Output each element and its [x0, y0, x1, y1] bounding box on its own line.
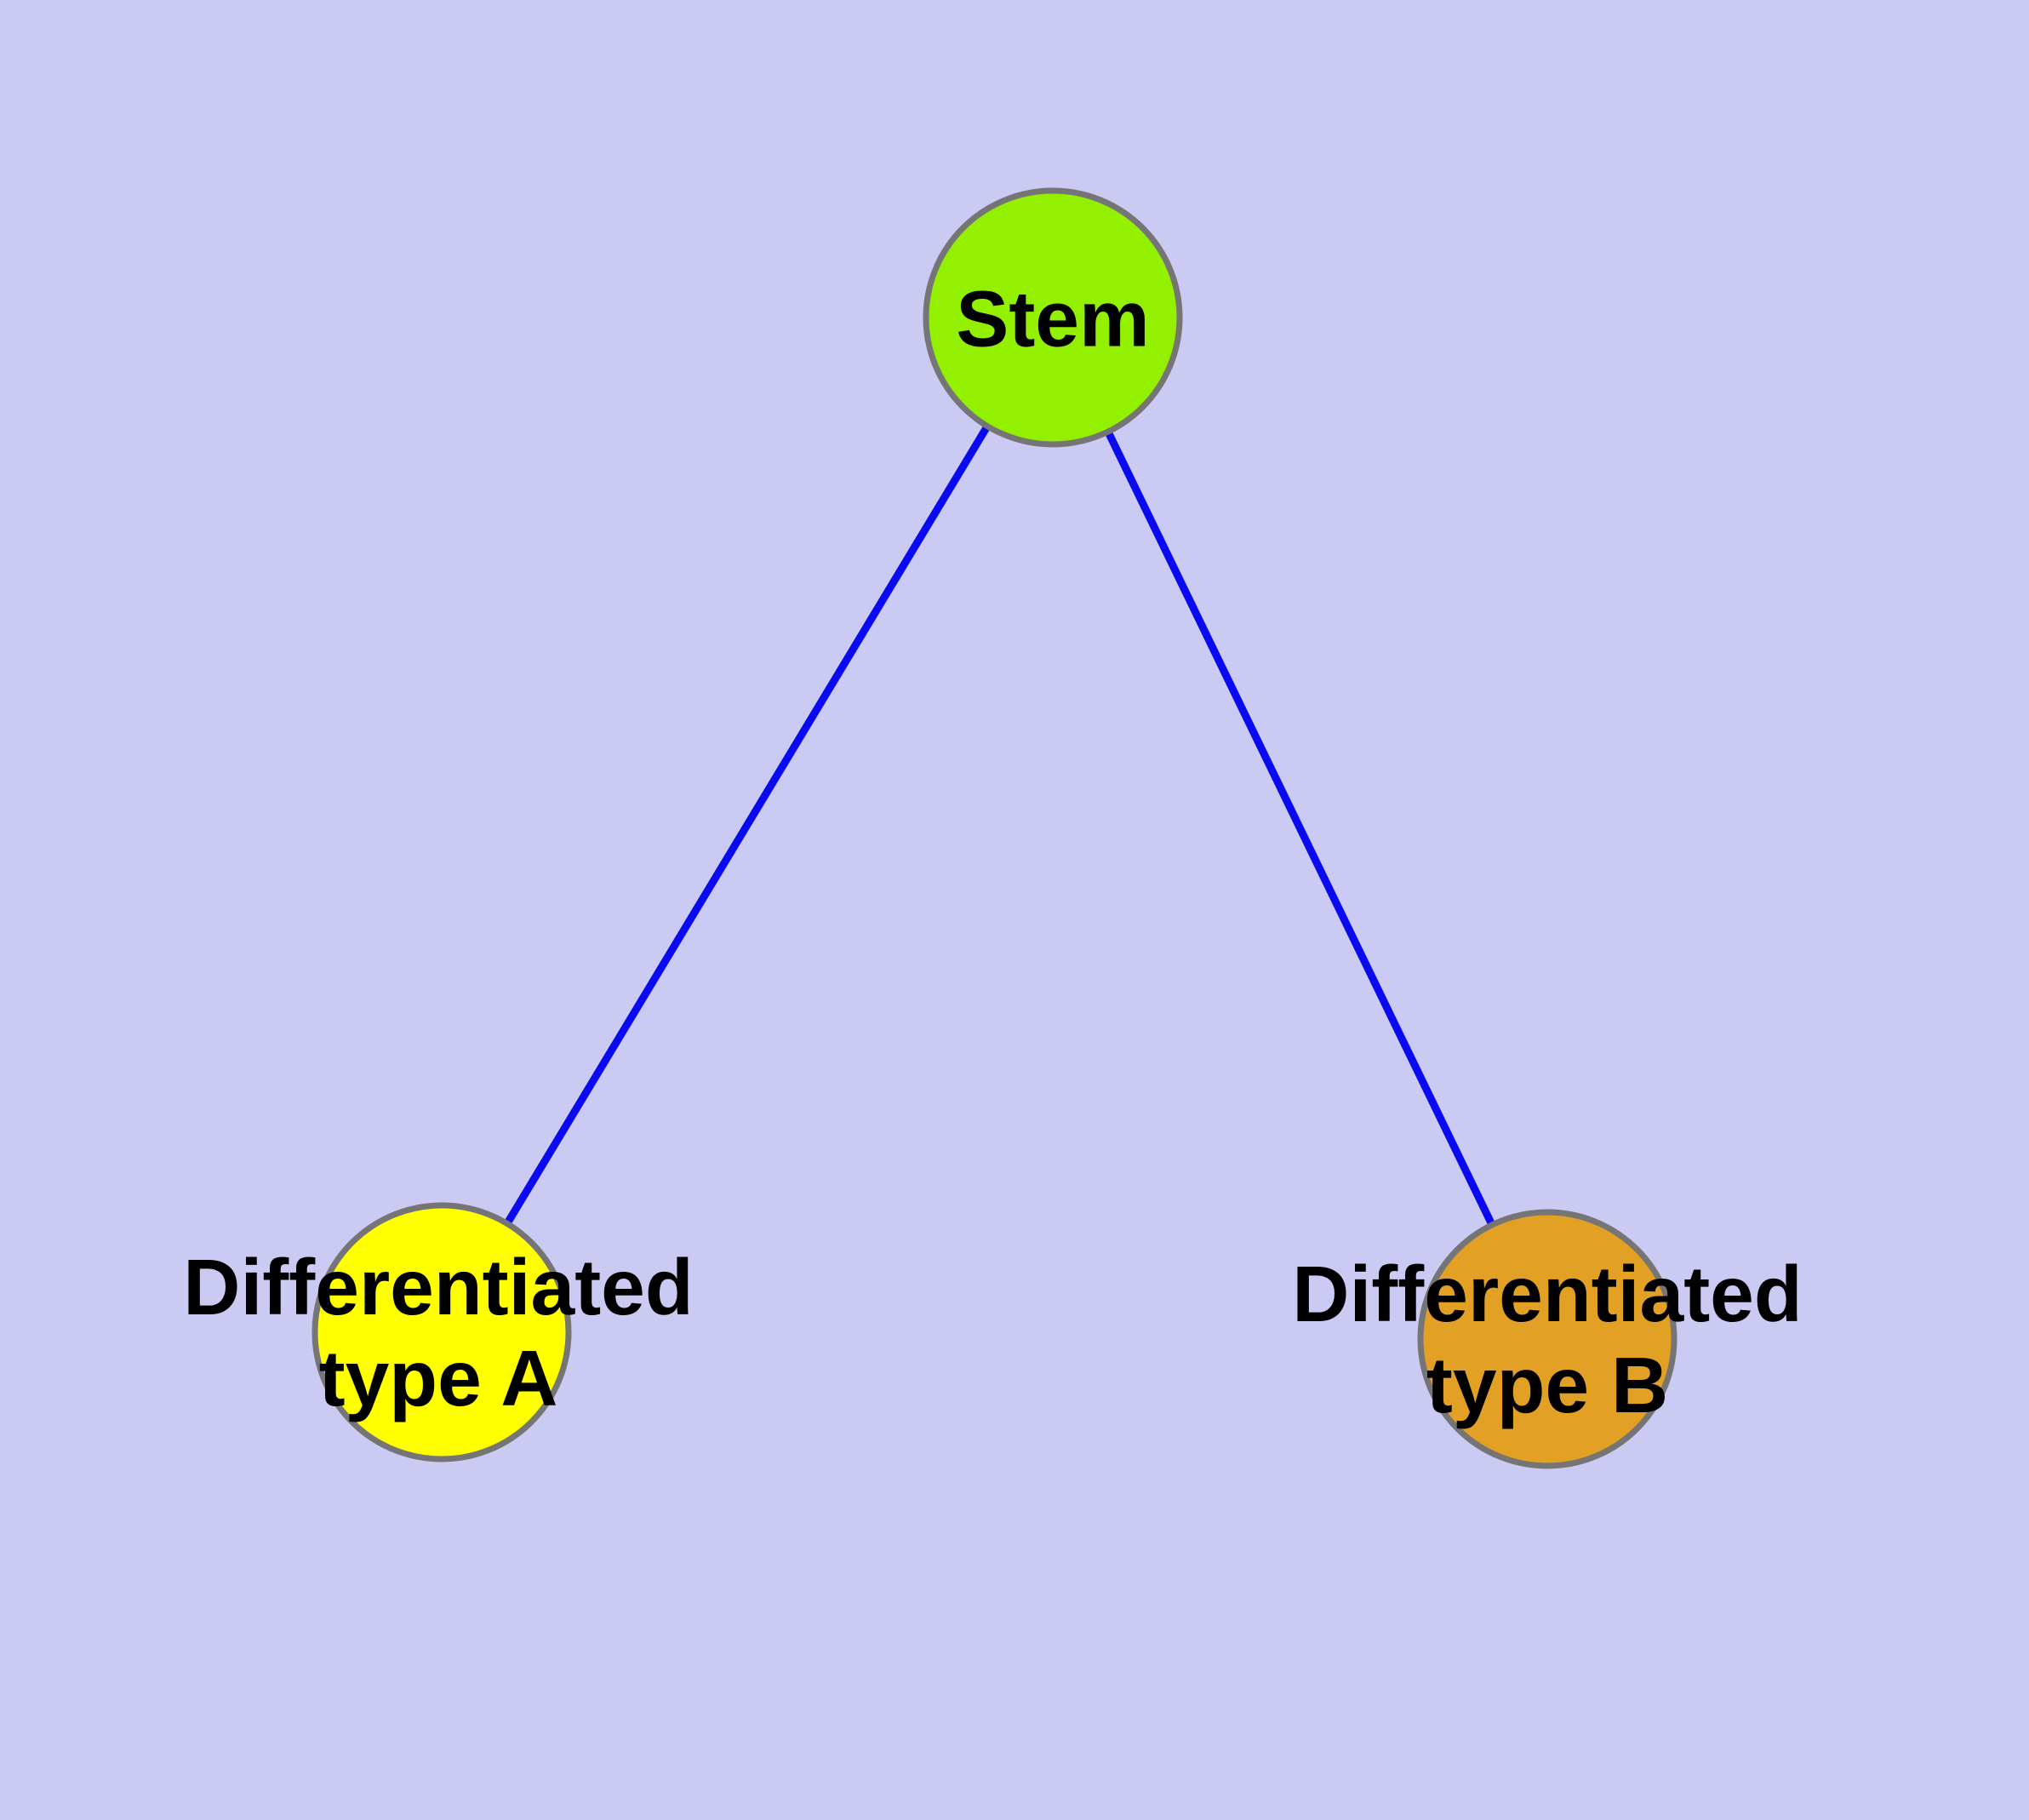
node-label-stem: Stem — [956, 274, 1149, 365]
edge-stem-to-type-a — [438, 315, 1056, 1335]
node-circle-differentiated-type-b — [1417, 1209, 1677, 1469]
node-label-type-b-line1: Differentiated — [1292, 1250, 1803, 1338]
node-label-type-a-line1: Differentiated — [183, 1243, 694, 1331]
node-circle-stem — [923, 187, 1183, 448]
node-circle-differentiated-type-a — [311, 1202, 572, 1462]
node-label-differentiated-type-b: Differentiated type B — [1292, 1249, 1802, 1431]
node-label-differentiated-type-a: Differentiated type A — [183, 1242, 693, 1424]
node-label-type-a-line2: type A — [318, 1334, 558, 1422]
edge-stem-to-type-b — [1049, 316, 1552, 1341]
node-label-stem-text: Stem — [956, 274, 1150, 363]
node-label-type-b-line2: type B — [1426, 1341, 1669, 1429]
